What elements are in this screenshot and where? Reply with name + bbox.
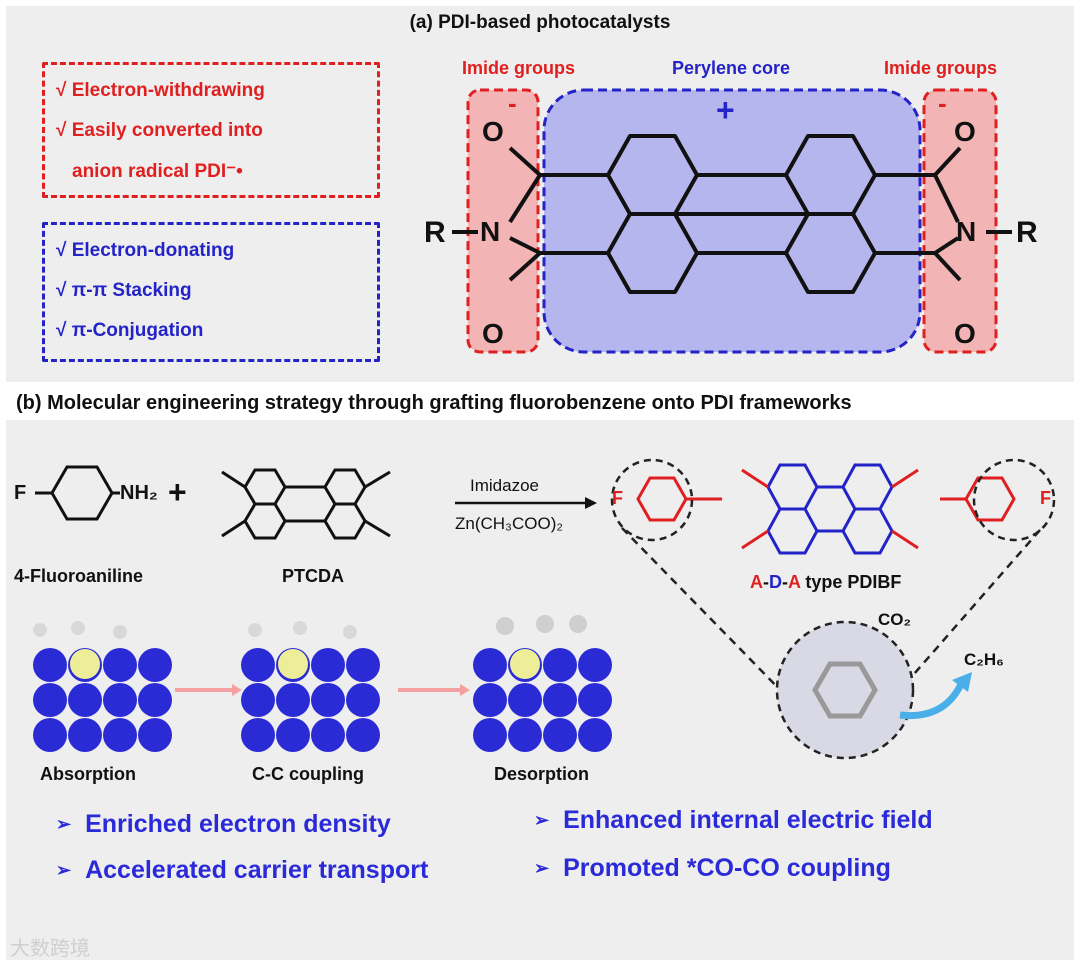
atom-n-right: N xyxy=(956,216,977,247)
zoom-circle-right xyxy=(972,458,1056,542)
arrow-icon: ➢ xyxy=(534,858,550,878)
atom-o-3: O xyxy=(954,116,976,147)
bullet-2: ➢ Accelerated carrier transport xyxy=(56,856,428,885)
red-feature-1: √ Electron-withdrawing xyxy=(56,80,265,101)
pdibf-f-left: F xyxy=(612,488,623,508)
panel-b-title: (b) Molecular engineering strategy throu… xyxy=(16,392,852,414)
blue-feature-1: √ Electron-donating xyxy=(56,240,235,261)
acceptor-a-2: A xyxy=(788,572,801,592)
nh2-group: NH₂ xyxy=(120,482,158,504)
dash-2: - xyxy=(782,572,788,592)
zoom-circle-left xyxy=(610,458,694,542)
bullet-1-text: Enriched electron density xyxy=(85,810,391,838)
atom-r-left: R xyxy=(424,216,446,249)
blue-feature-2: √ π-π Stacking xyxy=(56,280,192,301)
perylene-core-label: Perylene core xyxy=(672,58,791,78)
donor-d: D xyxy=(769,572,782,592)
perylene-core-region xyxy=(542,88,922,354)
bullet-3: ➢ Enhanced internal electric field xyxy=(534,806,933,835)
red-feature-2: √ Easily converted into xyxy=(56,120,263,141)
imide-right-label: Imide groups xyxy=(884,58,998,78)
reagent-2-label: PTCDA xyxy=(282,566,344,586)
step-desorption: Desorption xyxy=(494,764,590,784)
lattice-desorption xyxy=(473,615,612,752)
arrow-icon: ➢ xyxy=(56,814,72,834)
plus-sign: + xyxy=(168,474,187,510)
watermark: 大数跨境 xyxy=(10,938,90,960)
arrow-icon: ➢ xyxy=(56,860,72,880)
step-absorption: Absorption xyxy=(40,764,136,784)
atom-o-2: O xyxy=(482,318,504,349)
bullet-4: ➢ Promoted *CO-CO coupling xyxy=(534,854,891,883)
red-feature-3: anion radical PDI⁻• xyxy=(72,161,243,182)
arrow-icon: ➢ xyxy=(534,810,550,830)
imide-right-region xyxy=(922,88,998,354)
red-feature-box xyxy=(42,62,380,198)
step-coupling: C-C coupling xyxy=(252,764,364,784)
conditions-top: Imidazoe xyxy=(470,476,539,495)
c2h6-label: C₂H₆ xyxy=(964,650,1004,669)
fluorine-atom: F xyxy=(14,482,27,504)
pdibf-imides xyxy=(636,468,1016,550)
blue-feature-box xyxy=(42,222,380,362)
bullet-3-text: Enhanced internal electric field xyxy=(563,806,933,834)
lattice-absorption xyxy=(33,621,172,752)
acceptor-a-1: A xyxy=(750,572,763,592)
reagent-1-label: 4-Fluoroaniline xyxy=(14,566,144,586)
bullet-1: ➢ Enriched electron density xyxy=(56,810,391,839)
atom-o-1: O xyxy=(482,116,504,147)
dash-1: - xyxy=(763,572,769,592)
bullet-4-text: Promoted *CO-CO coupling xyxy=(563,854,891,882)
product-type: type PDIBF xyxy=(800,572,902,592)
imide-left-label: Imide groups xyxy=(462,58,576,78)
ptcda-structure xyxy=(221,468,391,540)
lattice-coupling xyxy=(241,621,380,752)
atom-r-right: R xyxy=(1016,216,1038,249)
panel-a-title: (a) PDI-based photocatalysts xyxy=(409,12,671,33)
minus-right: - xyxy=(938,88,947,118)
zoom-circle-detail xyxy=(775,620,915,760)
fluoroaniline-structure xyxy=(35,465,120,521)
minus-left: - xyxy=(508,88,517,118)
atom-n-left: N xyxy=(480,216,501,247)
co2-label: CO₂ xyxy=(878,610,912,629)
pdibf-core xyxy=(766,463,894,555)
bullet-2-text: Accelerated carrier transport xyxy=(85,856,429,884)
blue-feature-3: √ π-Conjugation xyxy=(56,320,204,341)
perylene-structure-a xyxy=(452,134,1012,294)
atom-o-4: O xyxy=(954,318,976,349)
plus-charge: + xyxy=(716,92,735,128)
product-label: A-D-A type PDIBF xyxy=(750,572,901,593)
pdibf-f-right: F xyxy=(1040,488,1051,508)
conditions-bottom: Zn(CH₃COO)₂ xyxy=(455,514,563,533)
